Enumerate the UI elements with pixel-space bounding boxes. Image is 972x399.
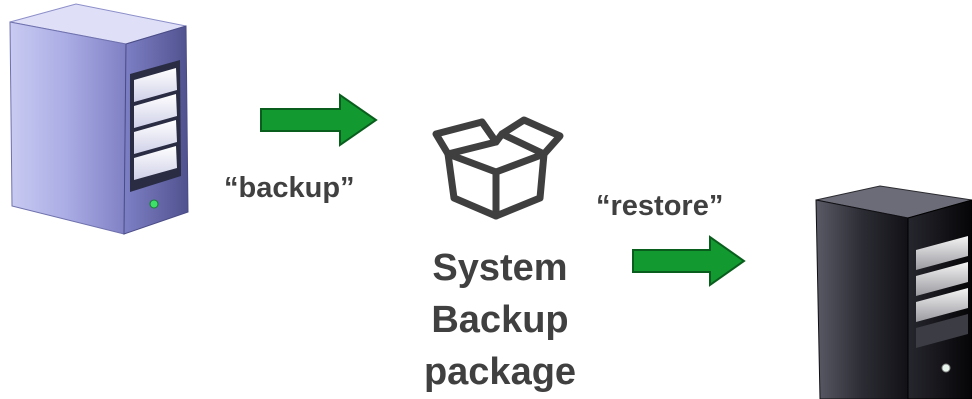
package-label-line: System <box>432 247 568 289</box>
target-server-icon <box>815 185 972 399</box>
package-label-line: package <box>423 351 577 393</box>
backup-arrow-icon <box>260 93 378 147</box>
package-label-line: Backup <box>431 299 569 341</box>
restore-label: “restore” <box>596 190 724 222</box>
source-server-icon <box>9 3 189 235</box>
restore-arrow-icon <box>632 235 746 287</box>
open-box-icon <box>432 116 564 220</box>
package-label: System Backup package <box>400 242 600 398</box>
backup-label: “backup” <box>224 172 355 204</box>
